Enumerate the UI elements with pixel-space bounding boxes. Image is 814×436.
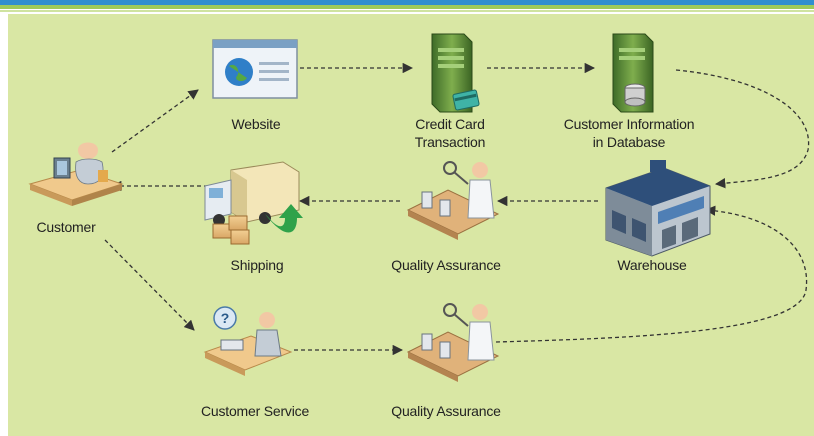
credit-card-label-line1: Credit Card [415,116,485,132]
browser-globe-icon [212,39,298,99]
arrow-customer-to-service [104,239,195,331]
arrow-customer-to-website [111,89,199,153]
support-agent-question-icon: ? [203,306,293,376]
customer-service-label: Customer Service [200,403,310,419]
header-stripe-blue [0,0,814,5]
svg-text:?: ? [221,310,230,326]
server-database-icon [612,33,654,113]
customer-db-label: Customer Information in Database [564,115,695,151]
header-stripe-green [0,5,814,9]
shipping-label: Shipping [230,257,284,273]
arrow-database-to-warehouse [675,69,810,189]
arrow-qa-to-warehouse [495,205,808,343]
connectors [104,62,810,356]
inspector-conveyor-icon [406,161,500,240]
website-label: Website [231,116,281,132]
delivery-truck-boxes-icon [204,161,303,245]
server-credit-card-icon [431,33,480,113]
qa-top-label: Quality Assurance [391,257,501,273]
customer-label: Customer [36,219,96,235]
customer-db-label-line1: Customer Information [563,116,695,132]
header-stripe-light [0,10,814,12]
qa-bottom-label: Quality Assurance [391,403,501,419]
warehouse-label: Warehouse [617,257,687,273]
customer-db-label-line2: in Database [592,134,666,150]
person-at-desk-icon [28,142,124,206]
warehouse-building-icon [605,160,711,257]
credit-card-label-line2: Transaction [414,134,486,150]
inspector-conveyor-icon [406,303,500,382]
credit-card-label: Credit Card Transaction [414,115,486,151]
